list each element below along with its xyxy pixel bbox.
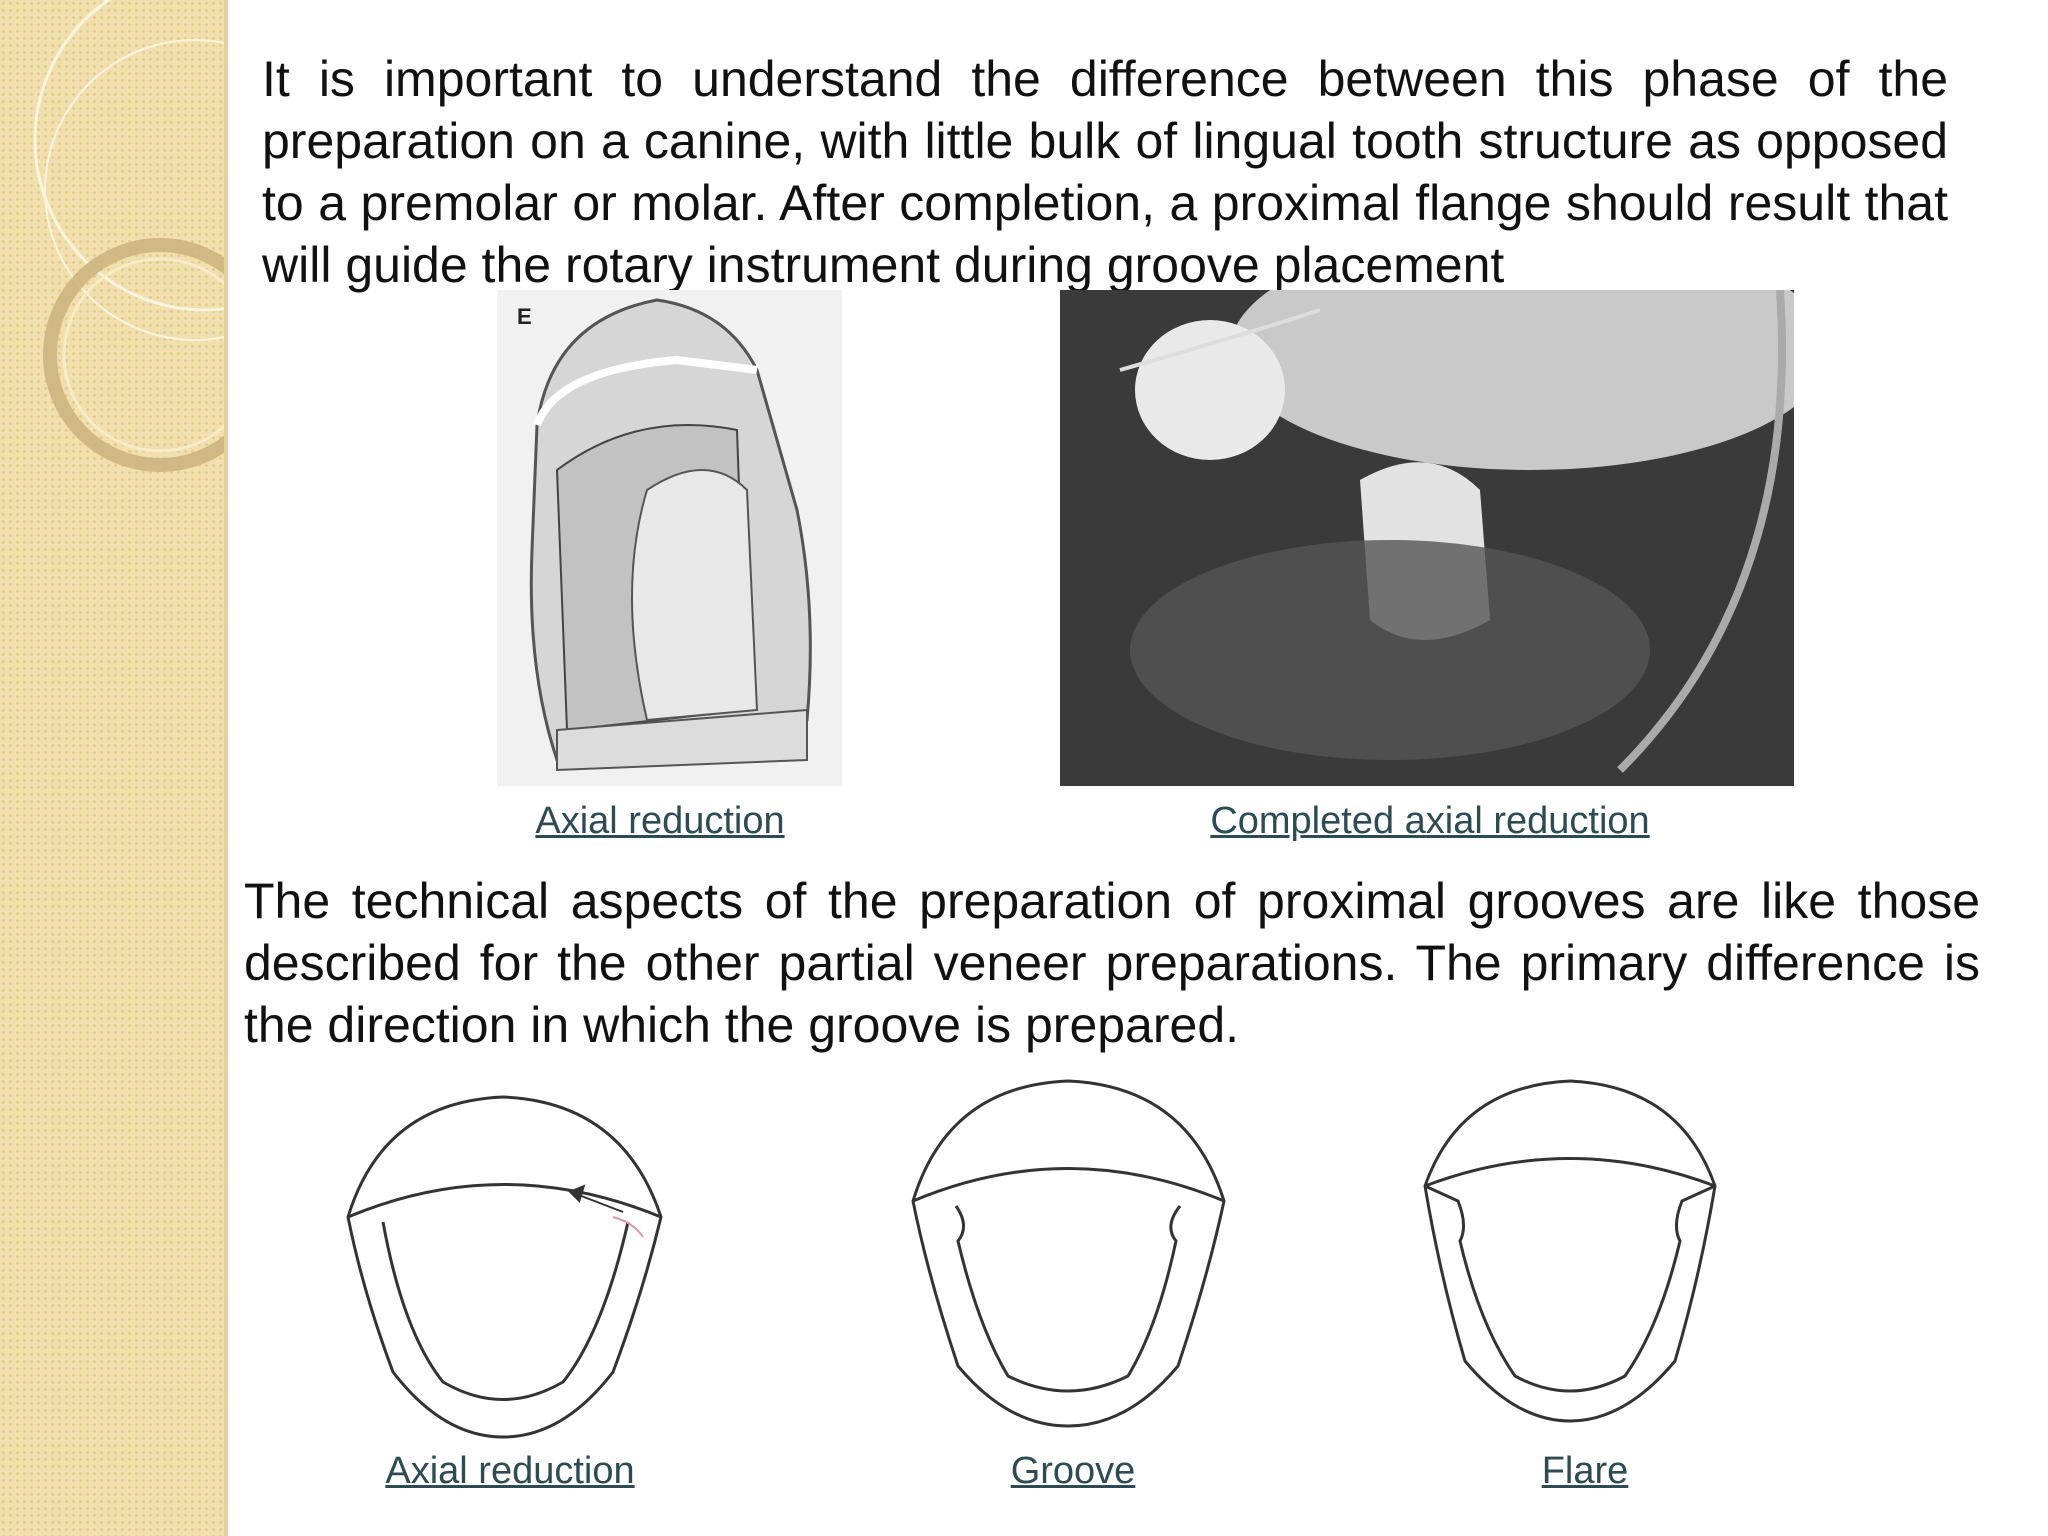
intro-paragraph: It is important to understand the differ… [262,51,1948,293]
flare-diagram [1420,1076,1720,1430]
caption-flare[interactable]: Flare [1541,1450,1629,1492]
caption-axial-reduction-bottom[interactable]: Axial reduction [385,1450,635,1492]
groove-diagram [908,1076,1228,1436]
canine-axial-reduction-illustration [497,290,842,786]
completed-axial-reduction-photo [1060,290,1794,786]
grooves-paragraph: The technical aspects of the preparation… [244,873,1980,1053]
figure-label-e: E [517,304,532,329]
decorative-rings [33,0,228,472]
sidebar-edge [224,0,228,1536]
sidebar-decoration [0,0,228,1536]
caption-axial-reduction-top[interactable]: Axial reduction [535,800,785,842]
axial-reduction-diagram [343,1092,663,1442]
caption-completed-axial-reduction[interactable]: Completed axial reduction [1210,800,1650,842]
caption-groove[interactable]: Groove [1010,1450,1136,1492]
